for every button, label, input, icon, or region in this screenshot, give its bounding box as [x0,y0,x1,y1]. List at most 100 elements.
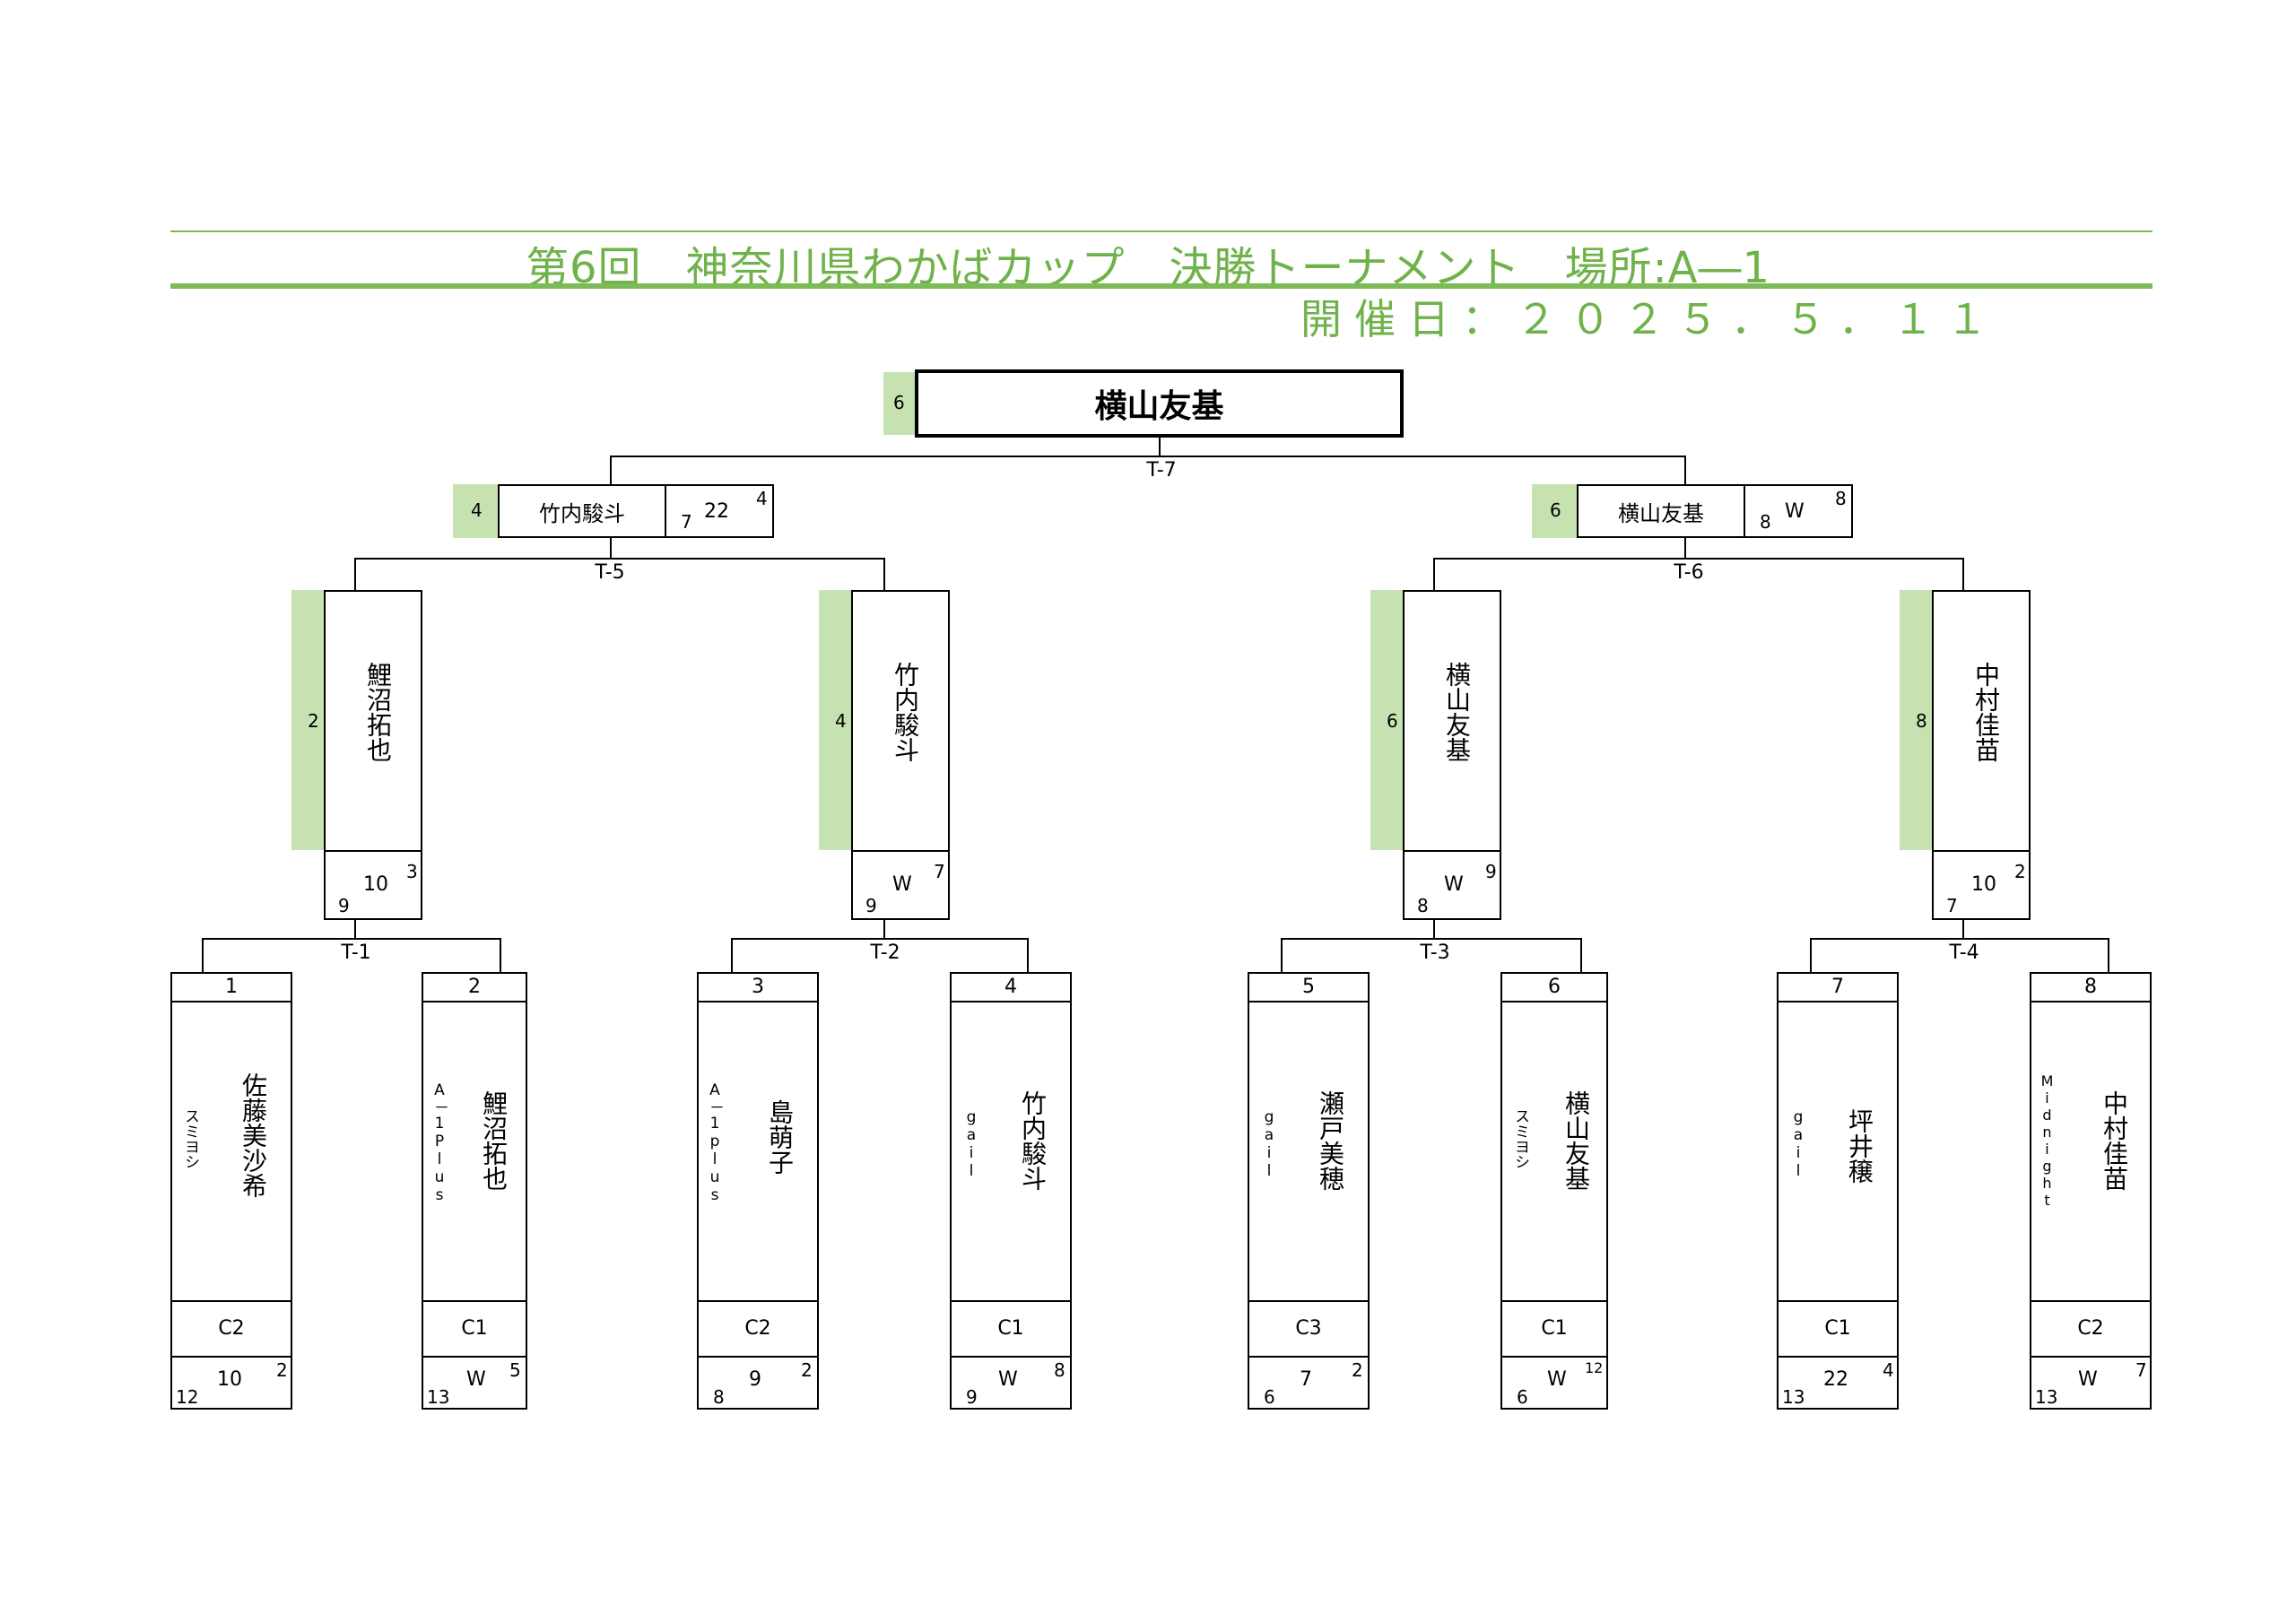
semi1-name: 竹内駿斗 [539,500,625,526]
header-top-rule [170,230,2152,232]
qf1-score-main: 10 [363,873,388,896]
semi2-bracket-h [1433,558,1964,560]
player6-score-top: 12 [1585,1359,1604,1376]
qf1-score-top: 3 [406,861,418,882]
qf3-bracket-h [1281,938,1582,940]
player2-class: C1 [423,1300,526,1358]
qf2-bracket-right [1027,938,1029,972]
player8-score-top: 7 [2135,1359,2147,1381]
player2-card: 2 A－1Plus 鯉沼拓也 C1 13 W 5 [422,972,527,1410]
semi1-score-box: 7 22 4 [665,484,774,538]
semi1-bracket-h [354,558,885,560]
qf2-seed-bar [819,590,851,850]
qf3-score-bottom: 8 [1417,895,1429,916]
qf3-score-top: 9 [1485,861,1497,882]
qf1-stem [354,920,356,938]
player5-team: gail [1260,1108,1278,1180]
semi2-stem [1684,538,1686,558]
player3-score-main: 9 [749,1368,761,1391]
qf2-seed: 4 [835,710,847,732]
qf2-score-bottom: 9 [865,895,877,916]
final-seed-bar [883,372,915,435]
match-label-t3: T-3 [1420,942,1450,964]
semi1-score-a: 22 [704,500,729,523]
final-bracket-h [610,456,1686,457]
qf3-name: 横山友基 [1442,662,1472,762]
player3-card: 3 A－1plus 島萌子 C2 8 9 2 [697,972,819,1410]
semi1-score-b: 4 [756,488,768,509]
player4-score-bottom: 9 [966,1386,978,1408]
qf1-name-box: 鯉沼拓也 [324,590,422,852]
qf4-seed-bar [1900,590,1932,850]
semi1-seed-bar [453,484,498,538]
qf3-name-box: 横山友基 [1403,590,1501,852]
player4-number: 4 [952,974,1070,1002]
player5-name: 瀬戸美穂 [1316,1090,1345,1191]
semi1-bracket-right [883,558,885,590]
player8-number: 8 [2031,974,2150,1002]
player3-class: C2 [699,1300,817,1358]
player7-team: gail [1789,1108,1807,1180]
qf2-name-box: 竹内駿斗 [851,590,950,852]
match-label-t4: T-4 [1949,942,1979,964]
player6-number: 6 [1502,974,1606,1002]
player2-number: 2 [423,974,526,1002]
match-label-t1: T-1 [341,942,371,964]
player1-score-bottom: 12 [176,1386,199,1408]
qf3-bracket-left [1281,938,1283,972]
player4-name: 竹内駿斗 [1018,1090,1048,1191]
qf4-score-main: 10 [1971,873,1996,896]
player7-number: 7 [1779,974,1897,1002]
player2-score-main: W [466,1368,486,1391]
qf2-bracket-left [731,938,733,972]
qf1-bracket-left [202,938,204,972]
qf4-score-top: 2 [2014,861,2026,882]
qf3-bracket-right [1580,938,1582,972]
player8-score-bottom: 13 [2035,1386,2058,1408]
event-date: 開催日：２０２５．５．１１ [1300,295,2000,343]
qf4-seed: 8 [1916,710,1927,732]
player1-score-top: 2 [276,1359,288,1381]
qf1-bracket-h [202,938,501,940]
player6-class: C1 [1502,1300,1606,1358]
player5-class: C3 [1249,1300,1368,1358]
semi2-name-box: 横山友基 [1577,484,1745,538]
player1-team: スミヨシ [181,1108,199,1169]
champion-name: 横山友基 [1094,388,1224,425]
player6-team: スミヨシ [1511,1108,1529,1169]
qf3-seed: 6 [1387,710,1398,732]
champion-box: 横山友基 [915,369,1404,438]
player1-name: 佐藤美沙希 [239,1072,268,1198]
semi2-seed-bar [1532,484,1577,538]
player4-card: 4 gail 竹内駿斗 C1 9 W 8 [950,972,1072,1410]
qf4-score-box: 7 10 2 [1932,850,2031,920]
player7-card: 7 gail 坪井穣 C1 13 22 4 [1777,972,1899,1410]
player4-score-main: W [998,1368,1018,1391]
qf2-stem [883,920,885,938]
qf4-name: 中村佳苗 [1971,662,2001,762]
player8-class: C2 [2031,1300,2150,1358]
player4-team: gail [962,1108,980,1180]
qf1-name: 鯉沼拓也 [363,662,393,762]
player8-score-main: W [2078,1368,2098,1391]
semi1-score-c: 7 [681,511,692,533]
qf4-bracket-right [2108,938,2109,972]
player3-team: A－1plus [706,1081,724,1204]
player7-score-bottom: 13 [1782,1386,1805,1408]
player7-score-top: 4 [1883,1359,1894,1381]
qf1-seed: 2 [308,710,319,732]
player7-name: 坪井穣 [1845,1108,1874,1184]
match-label-t7: T-7 [1146,459,1177,482]
match-label-t5: T-5 [595,561,625,584]
semi2-bracket-left [1433,558,1435,590]
player8-team: Midnight [2039,1072,2056,1209]
player5-score-main: 7 [1300,1368,1312,1391]
qf4-stem [1962,920,1964,938]
player3-score-bottom: 8 [713,1386,725,1408]
semi1-stem [610,538,612,558]
player1-card: 1 スミヨシ 佐藤美沙希 C2 12 10 2 [170,972,292,1410]
player2-score-top: 5 [509,1359,521,1381]
player1-class: C2 [172,1300,291,1358]
semi2-name: 横山友基 [1618,500,1704,526]
qf3-score-main: W [1444,873,1464,896]
